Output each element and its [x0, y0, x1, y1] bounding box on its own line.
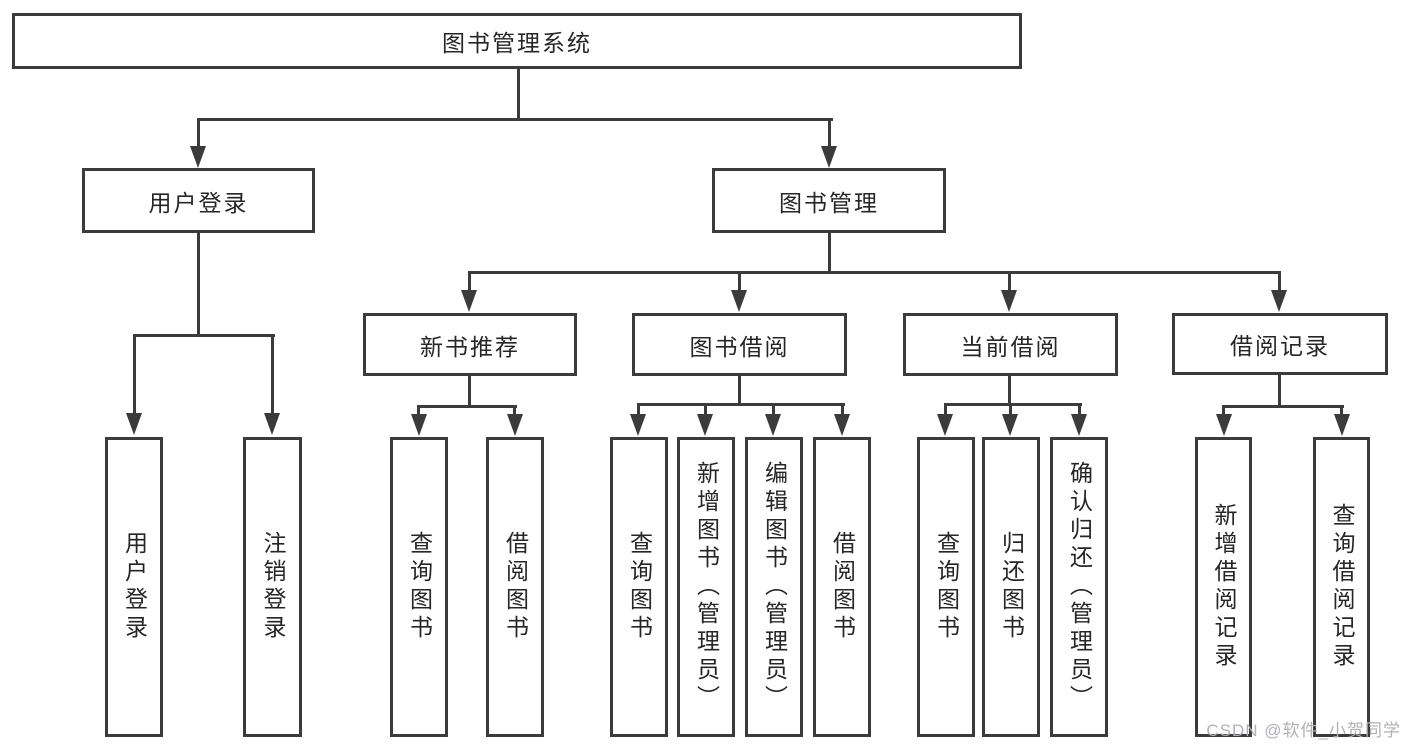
connector-line — [417, 405, 517, 408]
leaf-add-borrow-record: 新增借阅记录 — [1195, 437, 1252, 737]
leaf-query-books-current-label: 查询图书 — [933, 531, 960, 643]
connector-line — [637, 403, 640, 416]
connector-line — [738, 376, 741, 406]
leaf-query-books-borrow: 查询图书 — [610, 437, 668, 737]
arrow-down-icon — [507, 414, 523, 436]
connector-line — [517, 69, 520, 120]
connector-line — [468, 271, 471, 292]
arrow-down-icon — [126, 413, 142, 435]
connector-line — [772, 403, 775, 416]
arrow-down-icon — [1001, 290, 1017, 312]
arrow-down-icon — [1002, 414, 1018, 436]
connector-line — [828, 233, 831, 274]
connector-line — [1222, 405, 1225, 416]
arrow-down-icon — [190, 146, 206, 168]
arrow-down-icon — [697, 414, 713, 436]
leaf-query-borrow-record-label: 查询借阅记录 — [1329, 503, 1355, 671]
connector-line — [637, 403, 845, 406]
leaf-borrow-books: 借阅图书 — [813, 437, 871, 737]
leaf-confirm-return-admin: 确认归还（管理员） — [1050, 437, 1108, 737]
node-new-book-rec: 新书推荐 — [363, 313, 577, 376]
leaf-query-books-borrow-label: 查询图书 — [626, 531, 653, 643]
arrow-down-icon — [264, 413, 280, 435]
connector-line — [133, 334, 275, 337]
leaf-edit-book-admin: 编辑图书（管理员） — [745, 437, 803, 737]
connector-line — [1278, 271, 1281, 292]
arrow-down-icon — [411, 414, 427, 436]
leaf-confirm-return-admin-label: 确认归还（管理员） — [1066, 461, 1093, 713]
connector-line — [468, 271, 1281, 274]
connector-line — [828, 118, 831, 148]
connector-line — [1008, 376, 1011, 406]
connector-line — [271, 334, 274, 415]
csdn-watermark: CSDN @软件_小贺同学 — [1206, 721, 1401, 740]
leaf-borrow-books-rec-label: 借阅图书 — [502, 531, 529, 643]
connector-line — [944, 403, 1082, 406]
node-book-mgmt: 图书管理 — [712, 168, 946, 233]
connector-line — [1340, 405, 1343, 416]
arrow-down-icon — [461, 290, 477, 312]
leaf-borrow-books-label: 借阅图书 — [829, 531, 856, 643]
connector-line — [197, 118, 200, 148]
leaf-return-book-label: 归还图书 — [998, 531, 1025, 643]
connector-line — [944, 403, 947, 416]
leaf-logout: 注销登录 — [243, 437, 302, 737]
node-book-borrow: 图书借阅 — [632, 313, 847, 376]
node-root: 图书管理系统 — [12, 13, 1022, 69]
leaf-query-books-current: 查询图书 — [917, 437, 975, 737]
leaf-add-borrow-record-label: 新增借阅记录 — [1211, 503, 1237, 671]
arrow-down-icon — [834, 414, 850, 436]
leaf-add-book-admin: 新增图书（管理员） — [677, 437, 735, 737]
connector-line — [197, 233, 200, 337]
arrow-down-icon — [1334, 414, 1350, 436]
node-user-login: 用户登录 — [82, 168, 315, 233]
connector-line — [513, 405, 516, 416]
leaf-edit-book-admin-label: 编辑图书（管理员） — [761, 461, 788, 713]
connector-line — [197, 118, 833, 121]
arrow-down-icon — [765, 414, 781, 436]
leaf-query-borrow-record: 查询借阅记录 — [1313, 437, 1370, 737]
arrow-down-icon — [821, 146, 837, 168]
connector-line — [1278, 375, 1281, 408]
connector-line — [738, 271, 741, 292]
leaf-user-login-label: 用户登录 — [121, 531, 148, 643]
connector-line — [468, 376, 471, 408]
node-current-borrow: 当前借阅 — [903, 313, 1118, 376]
leaf-query-books-rec: 查询图书 — [390, 437, 448, 737]
arrow-down-icon — [1216, 414, 1232, 436]
arrow-down-icon — [1271, 290, 1287, 312]
connector-line — [1222, 405, 1344, 408]
connector-line — [133, 334, 136, 415]
leaf-borrow-books-rec: 借阅图书 — [486, 437, 544, 737]
connector-line — [1008, 271, 1011, 292]
connector-line — [841, 403, 844, 416]
connector-line — [704, 403, 707, 416]
leaf-add-book-admin-label: 新增图书（管理员） — [693, 461, 720, 713]
leaf-user-login: 用户登录 — [105, 437, 163, 737]
leaf-return-book: 归还图书 — [982, 437, 1040, 737]
connector-line — [417, 405, 420, 416]
arrow-down-icon — [1071, 414, 1087, 436]
node-borrow-records: 借阅记录 — [1172, 313, 1388, 375]
arrow-down-icon — [630, 414, 646, 436]
arrow-down-icon — [731, 290, 747, 312]
connector-line — [1009, 403, 1012, 416]
arrow-down-icon — [937, 414, 953, 436]
leaf-query-books-rec-label: 查询图书 — [406, 531, 433, 643]
leaf-logout-label: 注销登录 — [260, 531, 286, 643]
connector-line — [1078, 403, 1081, 416]
